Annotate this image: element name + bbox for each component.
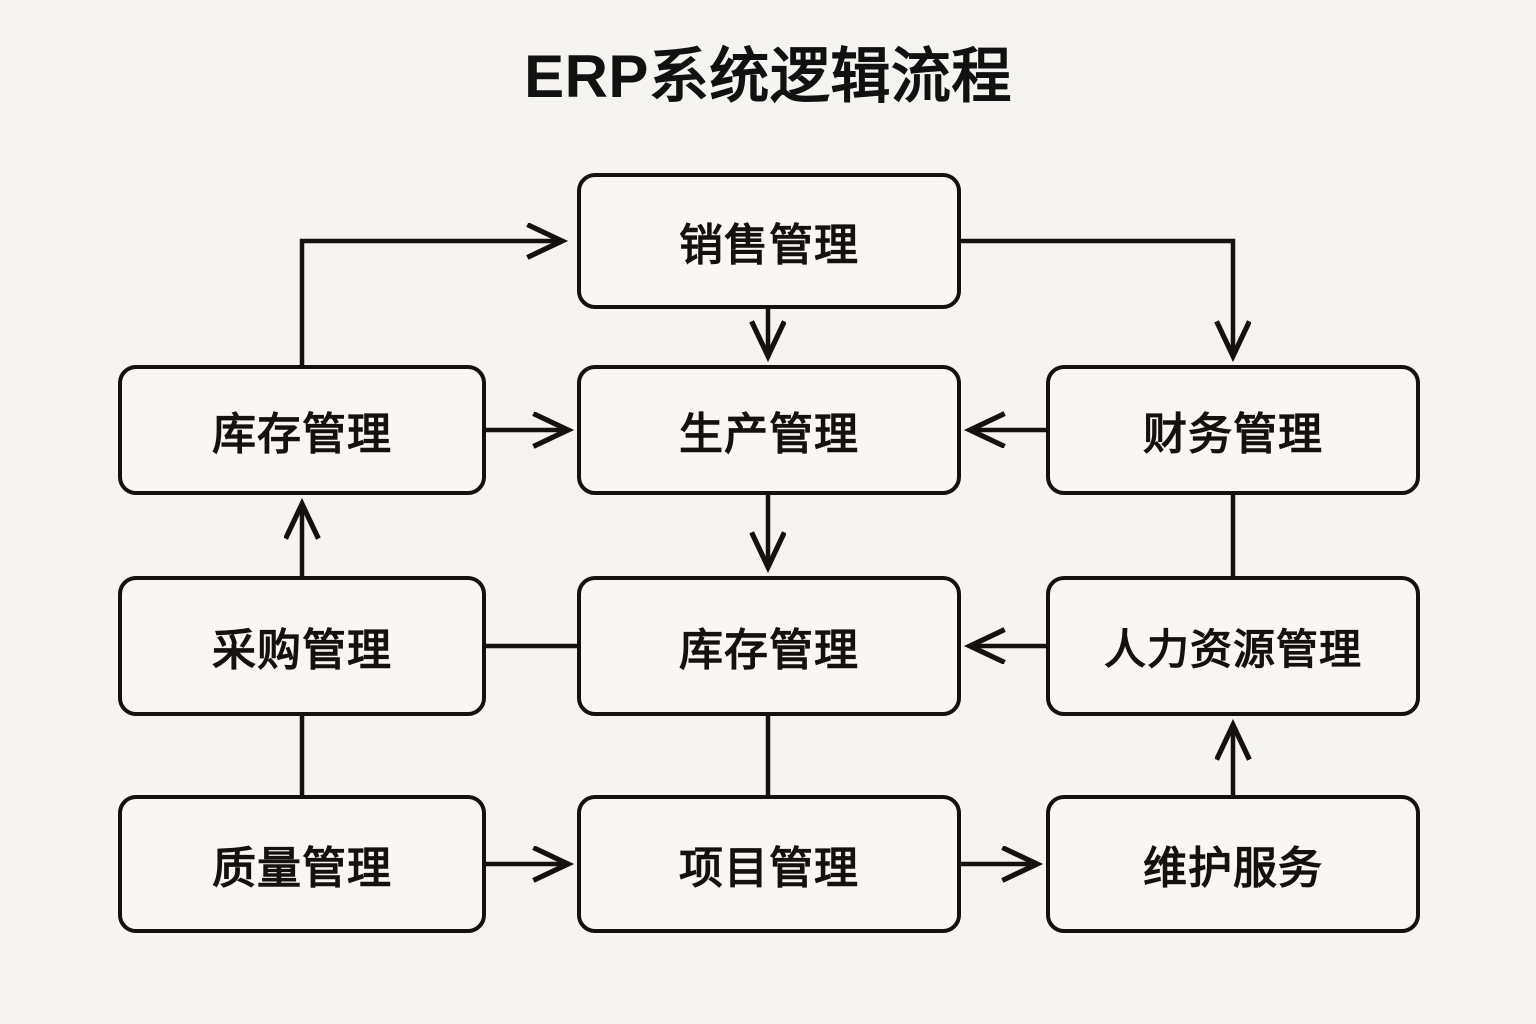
- node-label: 财务管理: [1143, 410, 1323, 459]
- edge-inventory1-to-sales: [299, 241, 563, 365]
- page-title: ERP系统逻辑流程: [524, 43, 1012, 110]
- node-label: 采购管理: [212, 626, 392, 675]
- node-label: 库存管理: [679, 626, 859, 675]
- node-label: 项目管理: [679, 844, 859, 893]
- node-label: 销售管理: [679, 221, 859, 270]
- node-inventory-upper[interactable]: 库存管理: [118, 365, 486, 495]
- edge-sales-to-finance: [961, 238, 1233, 357]
- node-label: 库存管理: [212, 410, 392, 459]
- node-human-resources[interactable]: 人力资源管理: [1046, 576, 1420, 716]
- node-label: 人力资源管理: [1103, 625, 1362, 673]
- node-label: 质量管理: [212, 844, 392, 893]
- node-inventory-lower[interactable]: 库存管理: [577, 576, 961, 716]
- node-maintenance[interactable]: 维护服务: [1046, 795, 1420, 933]
- node-quality[interactable]: 质量管理: [118, 795, 486, 933]
- node-production[interactable]: 生产管理: [577, 365, 961, 495]
- node-project[interactable]: 项目管理: [577, 795, 961, 933]
- node-finance[interactable]: 财务管理: [1046, 365, 1420, 495]
- node-sales[interactable]: 销售管理: [577, 173, 961, 309]
- node-label: 生产管理: [679, 410, 859, 459]
- node-procurement[interactable]: 采购管理: [118, 576, 486, 716]
- node-label: 维护服务: [1143, 844, 1323, 893]
